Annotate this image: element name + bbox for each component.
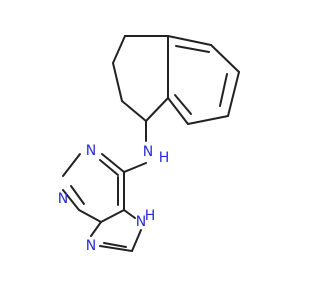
pyrimidine-nitrogen-left-label: N — [58, 191, 68, 207]
bond-aromatic-lower-inner — [174, 94, 192, 115]
molecule-canvas: N H N N N H N — [57, 35, 240, 254]
bond-aromatic-lower-left — [167, 97, 189, 125]
molecule-structure: N H N N N H N — [58, 35, 240, 254]
amine-nitrogen-label: N — [143, 144, 153, 160]
bond-saturated-lower-left — [121, 100, 147, 122]
bond-c5-to-n7 — [123, 209, 136, 219]
bond-c6-n1-inner — [99, 159, 119, 176]
bond-c4-to-c5 — [100, 209, 125, 223]
bond-saturated-lower-right — [145, 97, 169, 122]
imidazole-nh-nitrogen-label: N — [136, 214, 146, 230]
pyrimidine-nitrogen-top-label: N — [86, 143, 96, 159]
bond-c6-to-n1 — [101, 153, 125, 173]
bond-aromatic-right-inner — [219, 73, 228, 107]
bond-group — [62, 35, 240, 252]
bond-aromatic-upper-right — [210, 44, 240, 73]
bond-saturated-upper-left — [112, 35, 126, 64]
bond-aromatic-top — [167, 35, 212, 46]
bond-nh-to-purine — [123, 162, 147, 173]
bond-c8-n9-inner — [103, 242, 127, 248]
bond-n3-to-c4 — [78, 209, 102, 223]
imidazole-nitrogen-bottom-label: N — [86, 238, 96, 254]
bond-aromatic-top-inner — [175, 45, 210, 53]
bond-aromatic-bottom — [187, 115, 229, 125]
amine-hydrogen-label: H — [159, 150, 170, 166]
bond-aromatic-lower-right — [227, 71, 240, 117]
bond-n1-to-c2 — [62, 153, 81, 177]
bond-c2-to-n3 — [62, 189, 80, 211]
bond-c2-n3-inner — [70, 185, 85, 205]
bond-c8-to-n9 — [99, 245, 133, 252]
bond-saturated-left — [112, 62, 123, 102]
bond-n9-to-c4 — [90, 221, 102, 237]
imidazole-hydrogen-label: H — [145, 208, 156, 224]
bond-n7-to-c8 — [131, 229, 142, 252]
